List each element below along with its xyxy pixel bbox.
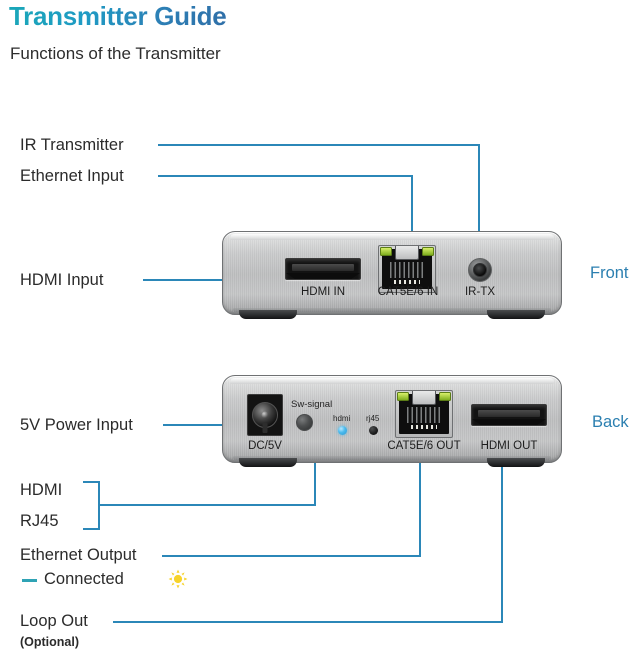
leader-hdmi-input-h <box>143 279 293 281</box>
callout-label-ethernet-input: Ethernet Input <box>20 167 124 185</box>
side-label-back: Back <box>592 413 629 431</box>
page-title: Transmitter Guide <box>9 1 227 31</box>
indicator-label-rj45: rj45 <box>366 414 380 423</box>
port-label-hdmi-out: HDMI OUT <box>480 440 538 452</box>
device-bottom-edge-back <box>233 456 551 460</box>
rj45-contacts <box>394 280 420 285</box>
page-subtitle: Functions of the Transmitter <box>10 44 221 63</box>
port-label-hdmi-in: HDMI IN <box>300 286 346 298</box>
mounting-tab-right <box>487 310 545 319</box>
transmitter-back-view: DC/5V Sw-signal hdmi rj45 CAT5E/6 OUT HD… <box>222 375 562 467</box>
port-hdmi-out <box>471 404 547 426</box>
dc-jack-tail <box>262 423 268 433</box>
port-ir-tx <box>468 258 492 282</box>
callout-label-loop-out: Loop Out <box>20 612 88 630</box>
device-bottom-edge <box>233 308 551 312</box>
callout-label-hdmi-led: HDMI <box>20 481 63 499</box>
rj45-pins-out <box>407 407 441 424</box>
port-dc-5v <box>247 394 283 436</box>
device-top-edge <box>230 234 554 240</box>
leader-hdmi-rj45-v <box>314 462 316 505</box>
side-label-front: Front <box>590 264 629 282</box>
indicator-led-hdmi <box>338 426 347 435</box>
sun-icon <box>168 569 188 589</box>
callout-label-hdmi-input: HDMI Input <box>20 271 104 289</box>
button-sw-signal[interactable] <box>296 414 313 431</box>
leader-hdmi-rj45-bracket-top <box>83 481 100 483</box>
port-cat5e6-out <box>395 390 453 438</box>
port-label-ir-tx: IR-TX <box>464 286 496 298</box>
rj45-pins <box>390 262 424 279</box>
leader-ethernet-output-v <box>419 462 421 556</box>
rj45-link-led-left-out <box>397 392 409 401</box>
dc-jack-center-pin <box>261 411 269 419</box>
leader-ir-transmitter-v <box>478 144 480 258</box>
connected-dash-icon <box>22 579 37 582</box>
leader-ethernet-input-h <box>158 175 413 177</box>
rj45-link-led-left <box>380 247 392 256</box>
rj45-link-led-right <box>422 247 434 256</box>
rj45-link-led-right-out <box>439 392 451 401</box>
indicator-led-rj45 <box>369 426 378 435</box>
device-top-edge-back <box>230 378 554 384</box>
leader-hdmi-rj45-h <box>98 504 316 506</box>
rj45-contacts-out <box>411 425 437 430</box>
leader-loop-out-v <box>501 462 503 622</box>
port-label-cat5e6-in: CAT5E/6 IN <box>377 286 439 298</box>
leader-hdmi-rj45-bracket-bottom <box>83 528 100 530</box>
leader-ethernet-output-h <box>162 555 421 557</box>
mounting-tab-left-back <box>239 458 297 467</box>
leader-loop-out-h <box>113 621 503 623</box>
indicator-label-hdmi: hdmi <box>333 414 351 423</box>
callout-label-loop-out-note: (Optional) <box>20 635 80 649</box>
control-label-sw-signal: Sw-signal <box>291 399 333 410</box>
callout-label-ethernet-output: Ethernet Output <box>20 546 137 564</box>
port-hdmi-in <box>285 258 361 280</box>
leader-ethernet-input-v <box>411 175 413 250</box>
callout-label-ir-transmitter: IR Transmitter <box>20 136 124 154</box>
rj45-latch-notch-out <box>412 391 436 405</box>
leader-power-input-h <box>163 424 267 426</box>
leader-ir-transmitter-h <box>158 144 480 146</box>
rj45-latch-notch <box>395 246 419 260</box>
callout-label-rj45-led: RJ45 <box>20 512 59 530</box>
transmitter-front-view: HDMI IN CAT5E/6 IN IR-TX <box>222 231 562 319</box>
port-cat5e6-in <box>378 245 436 293</box>
mounting-tab-right-back <box>487 458 545 467</box>
callout-label-connected: Connected <box>44 570 124 588</box>
port-label-dc-5v: DC/5V <box>248 440 282 452</box>
port-label-cat5e6-out: CAT5E/6 OUT <box>387 440 461 452</box>
mounting-tab-left <box>239 310 297 319</box>
callout-label-power-input: 5V Power Input <box>20 416 133 434</box>
